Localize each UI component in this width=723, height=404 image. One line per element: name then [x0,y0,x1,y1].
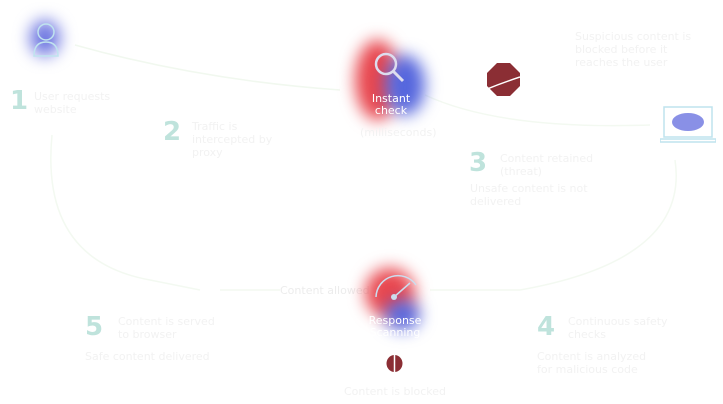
step-4-desc: Content is analyzed for malicious code [537,350,647,376]
gauge-icon [375,274,417,300]
step-2-title: Traffic is intercepted by proxy [192,120,273,159]
step-1-title: User requests website [34,90,111,116]
bottom-note: Content is blocked [343,385,447,398]
stop-icon [487,63,520,96]
step-4-title: Continuous safety checks [568,315,668,341]
instant-check-glow-blue [385,55,425,115]
step-1-number: 1 [10,86,29,116]
step-5-number: 5 [85,312,104,342]
step-4-number: 4 [537,312,556,342]
step-5-title: Content is served to browser [118,315,215,341]
blocked-stop-icon [386,355,403,372]
magnifier-icon [374,52,405,83]
step-3-number: 3 [469,148,488,178]
instant-check-label: Instant check [371,92,411,117]
user-icon [33,23,59,57]
response-scanning-label: Response Scanning [368,314,422,339]
step-5-desc: Safe content delivered [85,350,210,363]
step-3-title: Content retained (threat) [500,152,594,178]
response-glow-blue [385,300,420,330]
laptop-icon [660,106,716,143]
instant-check-sub: (milliseconds) [360,126,437,139]
allowed-note: Content allowed [280,284,370,297]
blocked-note: Suspicious content is blocked before it … [575,30,692,69]
step-2-number: 2 [163,117,182,147]
step-3-desc: Unsafe content is not delivered [470,182,588,208]
